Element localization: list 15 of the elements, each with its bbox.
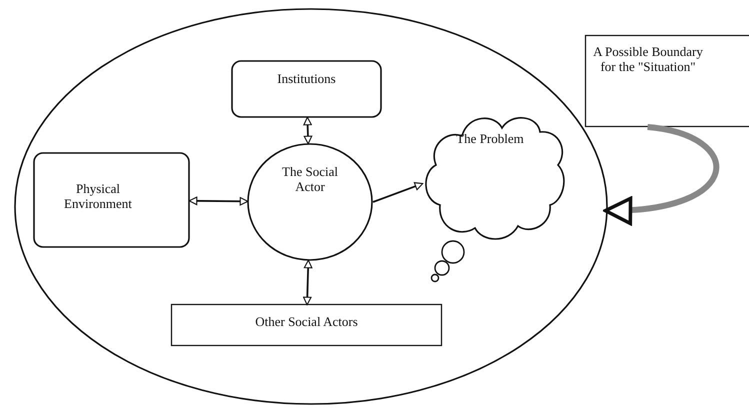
arrow (372, 182, 424, 203)
arrow (303, 116, 312, 144)
node-label: Other Social Actors (254, 315, 359, 330)
actor-circle (247, 143, 373, 261)
arrow (303, 260, 312, 306)
curved-arrow (604, 124, 719, 224)
callout-box (585, 35, 749, 127)
arrow (188, 196, 248, 206)
process-box (171, 304, 442, 346)
process-box (231, 60, 382, 118)
node-label: Institutions (276, 72, 337, 87)
process-box (33, 152, 190, 248)
node-label: A Possible Boundary for the "Situation" (593, 45, 703, 75)
node-label: The Social Actor (281, 165, 339, 195)
node-label: Physical Environment (63, 182, 133, 212)
